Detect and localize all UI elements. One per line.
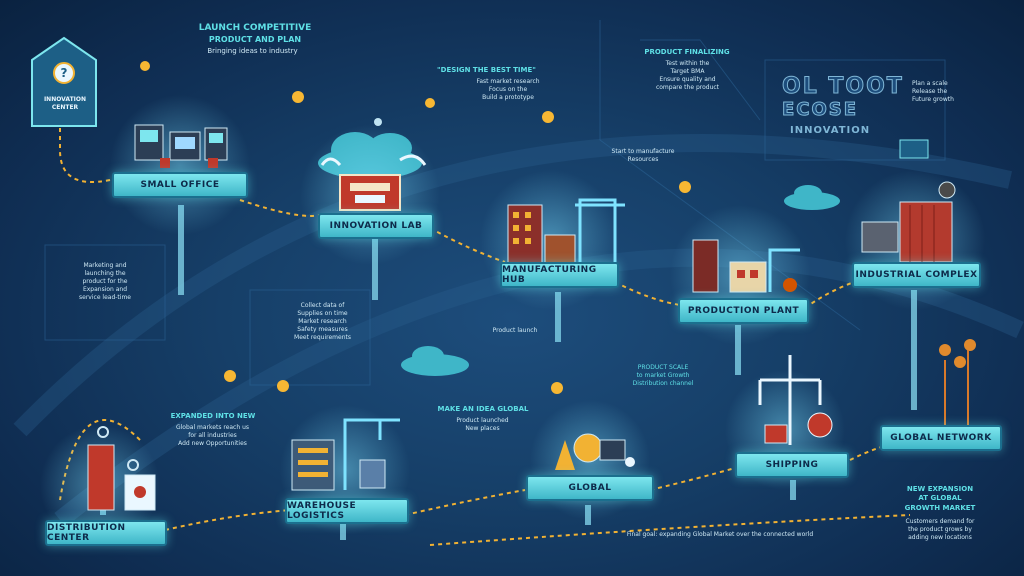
badge-label: INNOVATION CENTER — [43, 96, 87, 112]
quote-body: Fast market research Focus on the Build … — [476, 78, 540, 102]
computer-cluster-icon — [134, 124, 228, 168]
mid-right-note: PRODUCT SCALE to market Growth Distribut… — [632, 364, 694, 388]
global-hub-icon — [555, 433, 635, 470]
stage-banner-distribution-center[interactable]: DISTRIBUTION CENTER — [45, 520, 167, 546]
stage-banner-industrial-complex[interactable]: INDUSTRIAL COMPLEX — [852, 262, 981, 288]
product-body: Test within the Target BMA Ensure qualit… — [655, 60, 720, 92]
bottom-left-heading: EXPANDED INTO NEW — [170, 412, 256, 420]
distribution-center-icon — [87, 426, 156, 511]
bottom-center-heading: MAKE AN IDEA GLOBAL — [437, 405, 529, 413]
bottom-right-heading: NEW EXPANSION AT GLOBAL GROWTH MARKET — [904, 485, 976, 512]
shipping-crane-icon — [758, 355, 833, 445]
production-plant-icon — [692, 239, 800, 293]
bottom-right-body: Customers demand for the product grows b… — [905, 518, 975, 542]
factory-crane-icon — [507, 198, 625, 266]
product-heading: PRODUCT FINALIZING — [644, 48, 730, 56]
sign-line-2: ECOSE — [781, 98, 859, 120]
question-mark-icon: ? — [31, 36, 97, 127]
stage-banner-production-plant[interactable]: PRODUCTION PLANT — [678, 298, 809, 324]
header-tagline: Bringing ideas to industry — [207, 47, 298, 55]
stage-banner-small-office[interactable]: SMALL OFFICE — [112, 172, 248, 198]
quote-heading: "DESIGN THE BEST TIME" — [437, 66, 536, 74]
sign-line-3: INNOVATION — [790, 125, 871, 136]
stage-banner-warehouse-logistics[interactable]: WAREHOUSE LOGISTICS — [285, 498, 409, 524]
bottom-center-body: Product launched New places — [456, 417, 509, 433]
tree-icons — [939, 339, 976, 425]
right-block: Plan a scale Release the Future growth — [912, 80, 954, 104]
stage-banner-shipping[interactable]: SHIPPING — [735, 452, 849, 478]
mid-center-note: Product launch — [492, 327, 538, 334]
lantern-markers — [140, 61, 691, 394]
sign-line-1: OL TOOT — [782, 74, 904, 100]
stage-banner-global-network[interactable]: GLOBAL NETWORK — [880, 425, 1002, 451]
monitor-icon — [899, 139, 929, 159]
svg-text:?: ? — [61, 66, 68, 80]
manufacture-note: Start to manufacture Resources — [611, 148, 675, 164]
stage-banner-innovation-lab[interactable]: INNOVATION LAB — [318, 213, 434, 239]
stage-banner-global[interactable]: GLOBAL — [526, 475, 654, 501]
stage-banner-manufacturing-hub[interactable]: MANUFACTURING HUB — [500, 262, 619, 288]
mid-left-note: Collect data of Supplies on time Market … — [294, 302, 351, 342]
industrial-complex-icon — [861, 181, 956, 263]
lab-machine-icon — [320, 154, 427, 211]
header-subtitle: PRODUCT AND PLAN — [208, 35, 302, 44]
bottom-left-body: Global markets reach us for all industri… — [175, 424, 249, 448]
warehouse-crane-icon — [291, 418, 400, 491]
background-grid-lines — [44, 20, 946, 386]
header-title: LAUNCH COMPETITIVE — [198, 23, 312, 33]
footer-note: Final goal: expanding Global Market over… — [626, 531, 814, 538]
left-block: Marketing and launching the product for … — [79, 262, 131, 302]
